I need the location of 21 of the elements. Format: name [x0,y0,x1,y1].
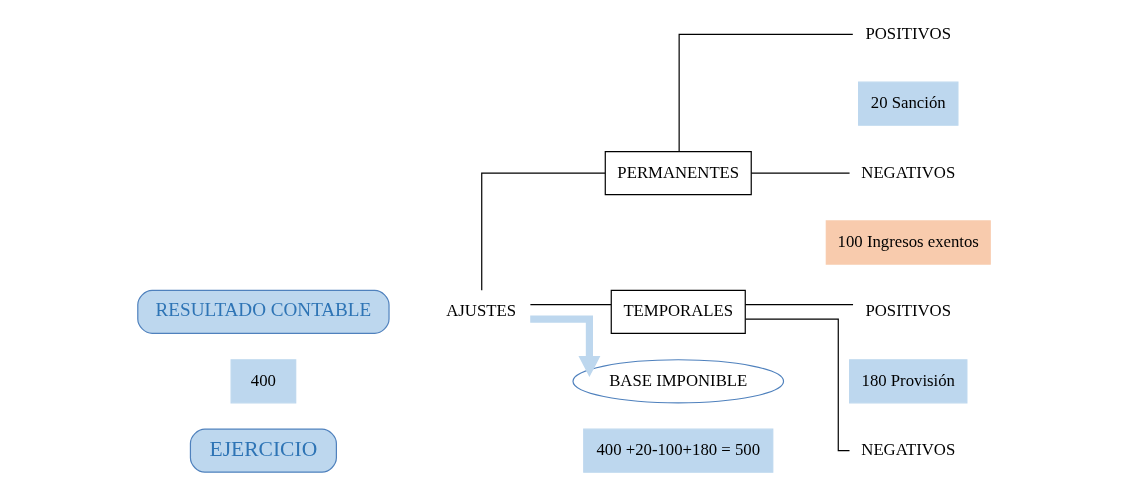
connector [678,33,853,153]
node-text: POSITIVOS [864,301,951,321]
node-box: 20 Sanción [857,81,958,126]
node-box: 100 Ingresos exentos [825,220,991,265]
node-ellipse: BASE IMPONIBLE [571,359,784,404]
connector [529,304,612,306]
node-box: TEMPORALES [610,289,746,335]
node-text: POSITIVOS [864,23,951,43]
node-box: 400 [230,359,296,404]
connector [744,304,854,306]
node-box: PERMANENTES [604,150,752,196]
connector [480,172,606,291]
node-box: 400 +20-100+180 = 500 [582,428,773,473]
connector [750,172,850,174]
node-box: RESULTADO CONTABLE [136,289,390,335]
node-text: NEGATIVOS [860,162,955,182]
node-box: 180 Provisión [848,359,967,404]
node-box: EJERCICIO [189,428,337,473]
node-text: AJUSTES [445,301,516,321]
node-text: NEGATIVOS [860,440,955,460]
arrow [529,315,600,377]
